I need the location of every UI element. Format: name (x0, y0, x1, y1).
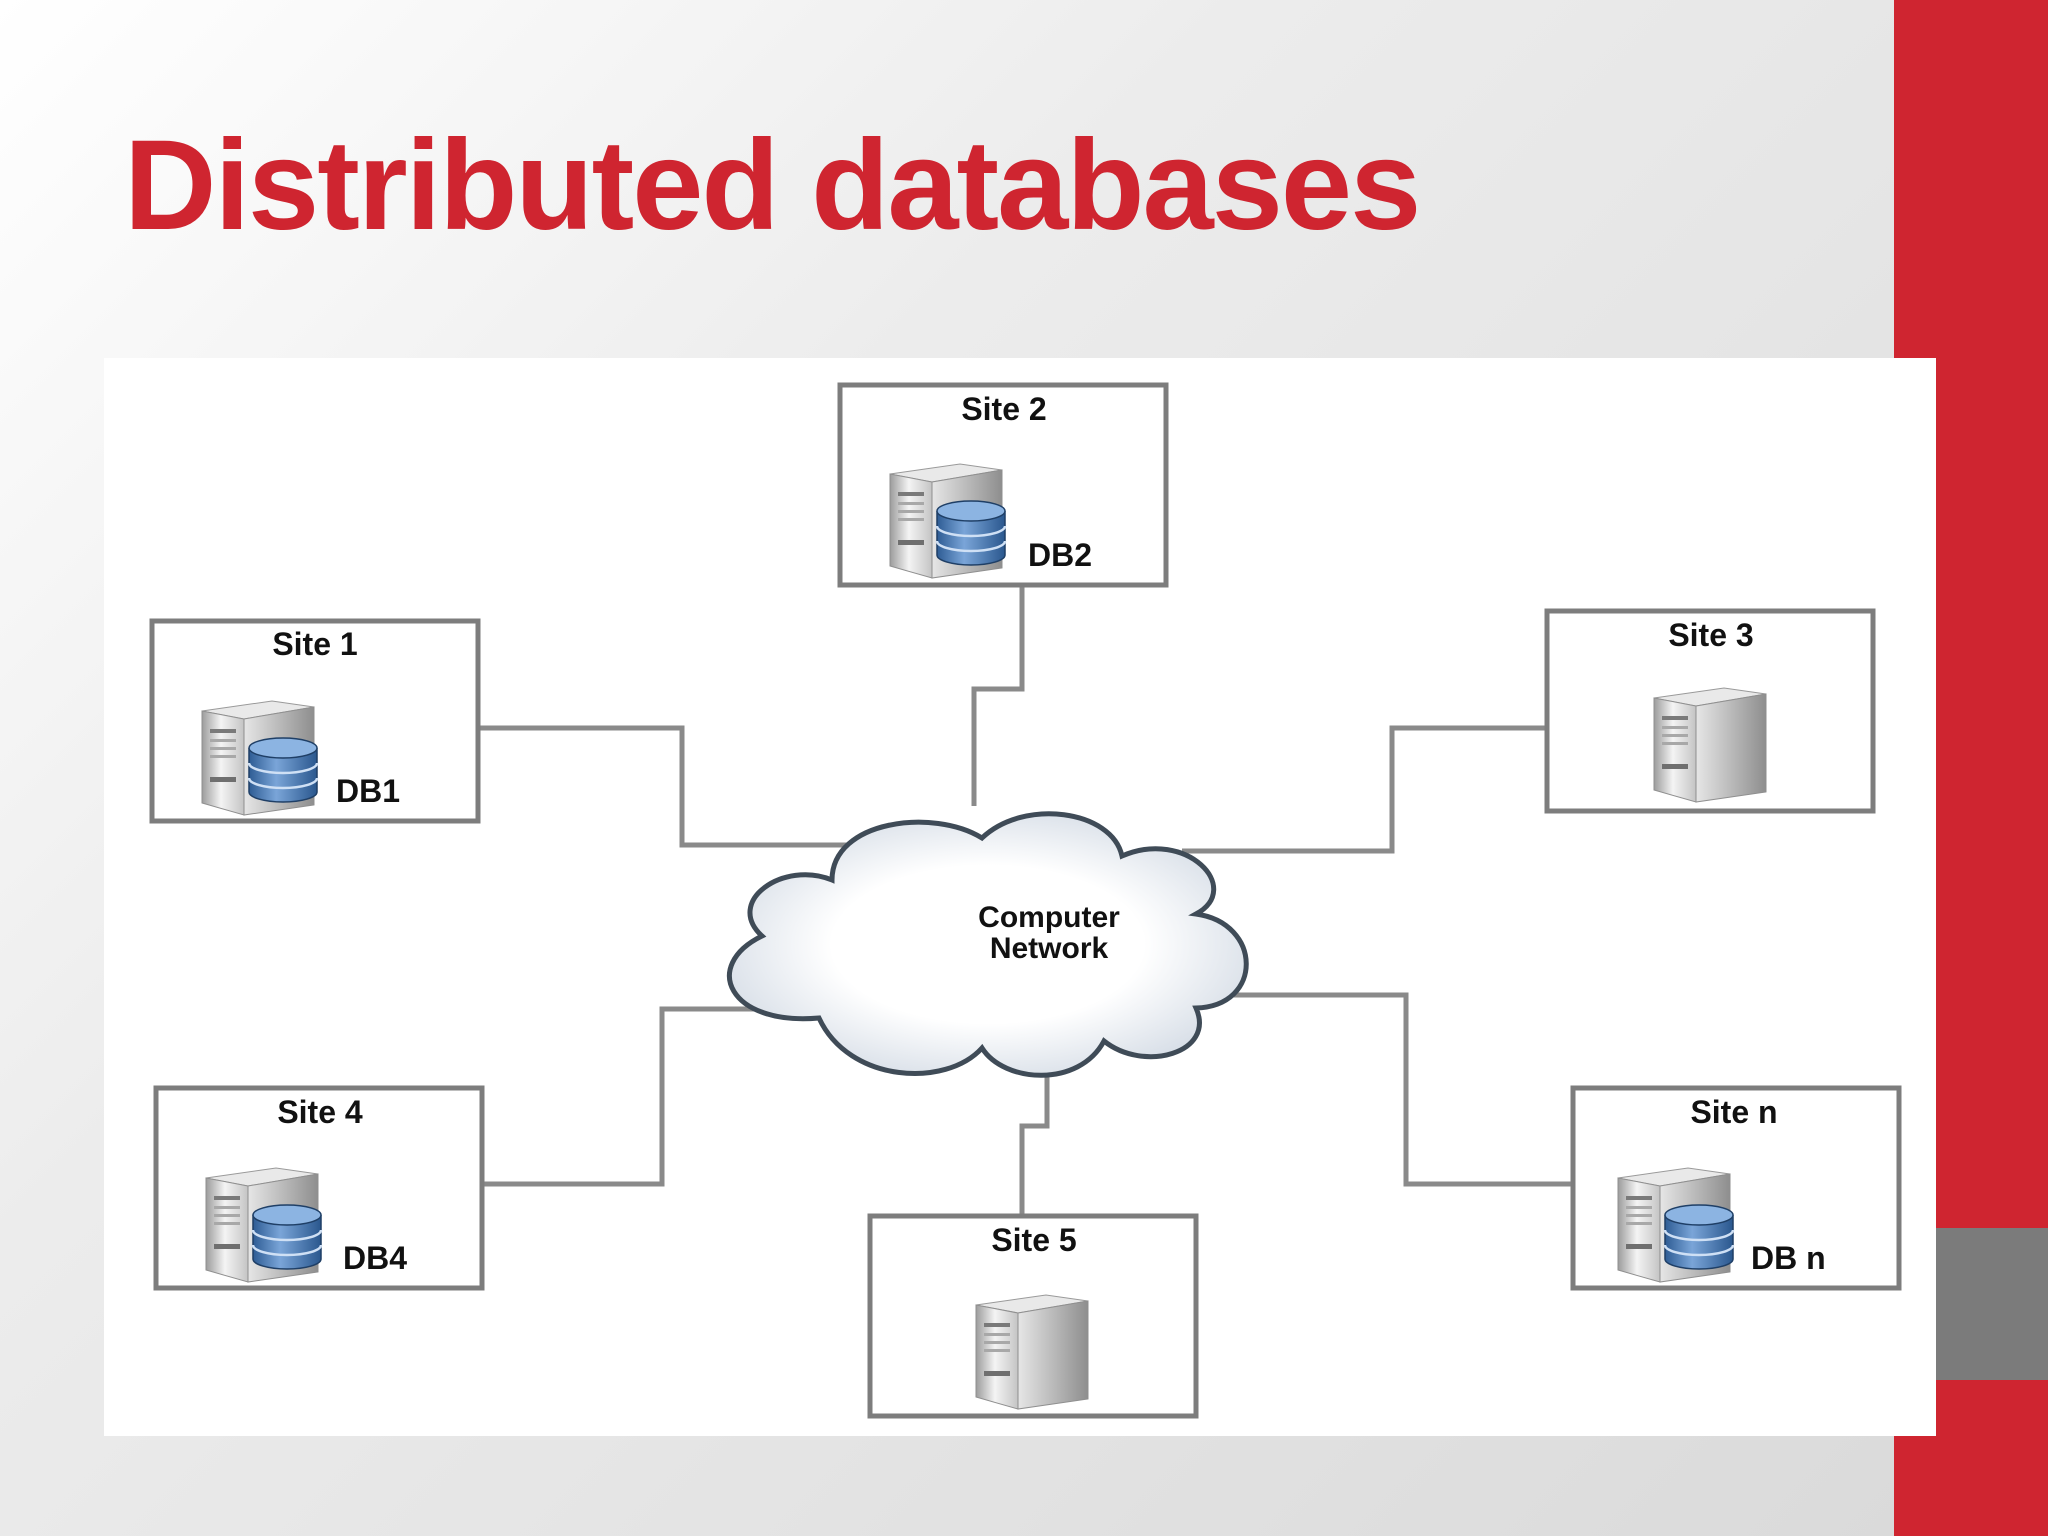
database-icon (1663, 1203, 1735, 1271)
site-node-siten: Site n DB n (1570, 1085, 1902, 1291)
connector-site3 (1182, 725, 1546, 854)
diagram-panel: Computer Network Site 1 DB1 Site 2 DB2 S… (104, 358, 1936, 1436)
site-label: Site 3 (1668, 617, 1753, 653)
slide-title: Distributed databases (124, 114, 1421, 257)
site-node-site1: Site 1 DB1 (149, 618, 481, 824)
database-icon (935, 499, 1007, 567)
site-label: Site 1 (272, 626, 357, 662)
db-label: DB2 (1028, 537, 1092, 573)
connector-siten (1189, 992, 1572, 1187)
connector-site2 (971, 584, 1025, 806)
server-icon (1653, 687, 1767, 803)
server-icon (975, 1294, 1089, 1410)
network-label-line1: Computer (978, 901, 1120, 934)
network-label-line2: Network (990, 932, 1109, 965)
site-node-site3: Site 3 (1544, 608, 1876, 814)
database-icon (247, 736, 319, 804)
site-label: Site n (1690, 1094, 1777, 1130)
db-label: DB1 (336, 773, 400, 809)
db-label: DB n (1751, 1240, 1826, 1276)
site-node-site4: Site 4 DB4 (153, 1085, 485, 1291)
site-label: Site 5 (991, 1222, 1076, 1258)
site-label: Site 2 (961, 391, 1046, 427)
database-icon (251, 1203, 323, 1271)
connector-site1 (479, 725, 882, 848)
site-node-site2: Site 2 DB2 (837, 382, 1169, 588)
connector-site5 (1019, 1041, 1050, 1216)
db-label: DB4 (343, 1240, 407, 1276)
computer-network-cloud: Computer Network (727, 811, 1249, 1078)
network-diagram: Computer Network Site 1 DB1 Site 2 DB2 S… (149, 382, 1902, 1419)
connector-site4 (484, 1006, 884, 1187)
cloud-icon (727, 811, 1249, 1078)
site-node-site5: Site 5 (867, 1213, 1199, 1419)
site-label: Site 4 (277, 1094, 363, 1130)
